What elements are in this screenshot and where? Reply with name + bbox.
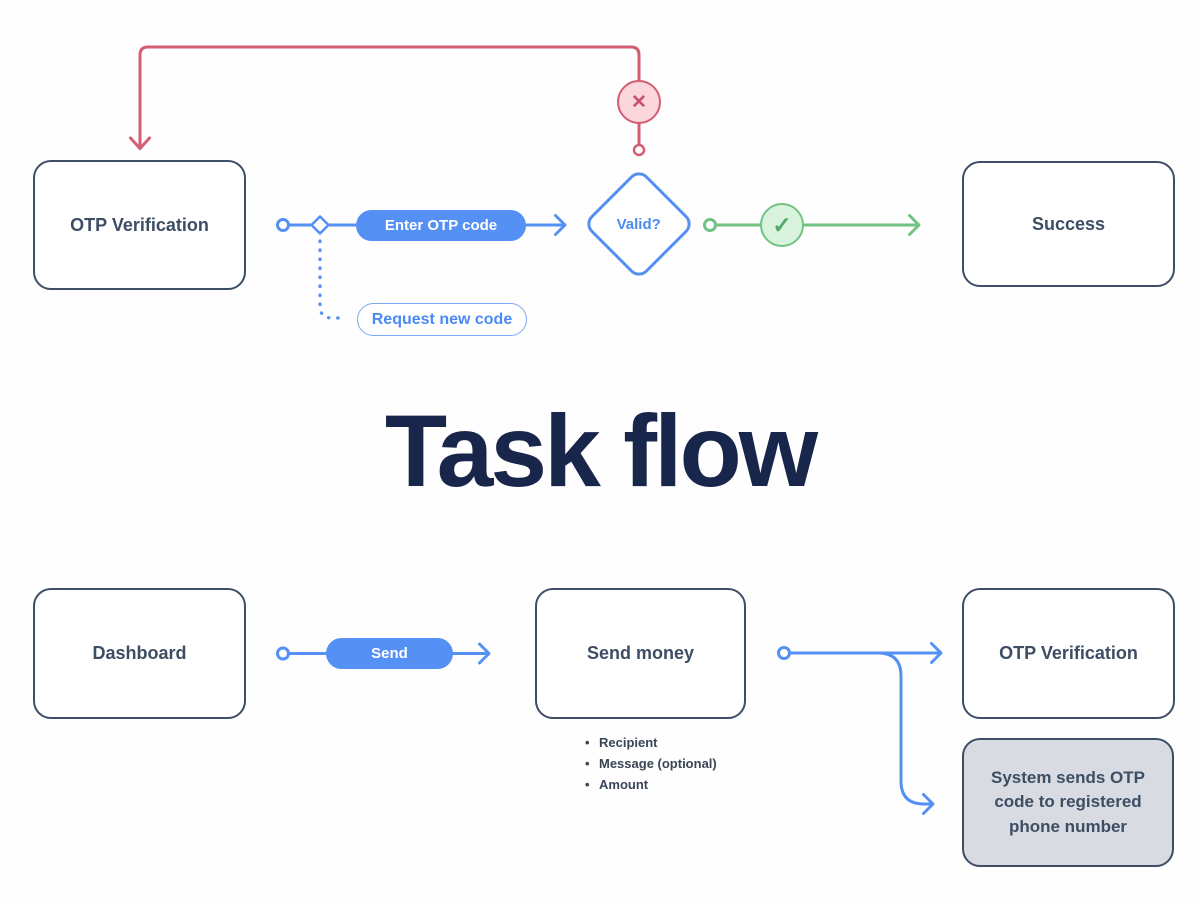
dashboard-label: Dashboard [92,643,187,663]
page-title: Task flow [384,394,818,508]
valid-label: Valid? [616,215,662,233]
x-icon: ✕ [631,91,647,113]
dashboard-send-line [276,642,491,665]
detail-item: Recipient [583,736,717,749]
send-pill: Send [326,638,453,669]
start-connector-ring [276,218,290,232]
dashboard-box: Dashboard [33,588,246,719]
fail-badge: ✕ [617,80,661,124]
send-label: Send [371,645,408,662]
request-new-code-label: Request new code [371,310,513,328]
otp-verification-box: OTP Verification [33,160,246,290]
request-code-dotted-line [318,239,348,320]
fail-connector-ring [632,143,646,157]
success-line [703,214,921,236]
enter-otp-label: Enter OTP code [384,217,498,234]
send-money-branch-line [777,642,943,815]
branch-connector-diamond [310,215,330,235]
send-money-label: Send money [586,643,695,663]
success-badge: ✓ [760,203,804,247]
system-note-label: System sends OTP code to registered phon… [990,767,1145,836]
success-box: Success [962,161,1175,287]
success-label: Success [1031,213,1106,234]
system-note-box: System sends OTP code to registered phon… [962,738,1174,867]
enter-otp-pill: Enter OTP code [356,210,526,241]
valid-yes-ring [703,218,717,232]
detail-item: Amount [583,778,717,791]
send-money-connector-ring [777,646,791,660]
dashboard-connector-ring [276,646,290,661]
otp-verification-box-bottom: OTP Verification [962,588,1175,719]
send-money-details: Recipient Message (optional) Amount [583,736,717,799]
top-flow-line [276,214,567,236]
retry-loop-arrow [129,45,646,157]
detail-item: Message (optional) [583,757,717,770]
otp-verification-bottom-label: OTP Verification [999,643,1138,663]
request-new-code-pill: Request new code [357,303,527,336]
otp-verification-label: OTP Verification [70,214,209,235]
check-icon: ✓ [772,211,792,238]
send-money-box: Send money [535,588,746,719]
